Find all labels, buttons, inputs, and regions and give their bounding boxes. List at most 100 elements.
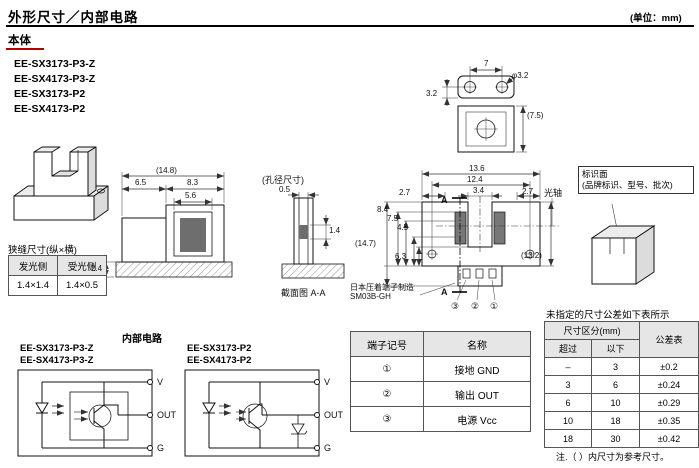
section-view-drawing [281, 192, 345, 279]
tolerance-under: 10 [591, 393, 640, 412]
tolerance-over: – [544, 357, 592, 376]
dim-front-left-27: 2.7 [399, 188, 411, 197]
tolerance-over: 18 [544, 429, 592, 448]
slit-size-table: 发光侧 受光侧 1.4×1.4 1.4×0.5 [8, 255, 107, 296]
footnote: 注.（ ）内尺寸为参考尺寸。 [556, 452, 670, 462]
dim-topview-offset: 3.2 [426, 89, 438, 98]
model-number: EE-SX3173-P3-Z [20, 343, 94, 354]
table-row: 3 6 ±0.24 [544, 375, 699, 394]
model-number: EE-SX4173-P2 [14, 103, 86, 115]
dim-front-right-27: 2.7 [522, 187, 534, 196]
dim-front-h63: 6.3 [395, 252, 407, 261]
unit-note: (单位：mm) [630, 13, 682, 24]
tolerance-under: 30 [591, 429, 640, 448]
terminal-name: 接地 GND [423, 356, 531, 382]
terminal-no: ② [350, 381, 424, 407]
dim-topview-depth: (7.5) [527, 111, 544, 120]
table-row: ② 输出 OUT [350, 381, 531, 407]
optical-axis-label: 光轴 [544, 188, 563, 198]
side-view-drawing [102, 172, 233, 278]
model-number: EE-SX4173-P3-Z [20, 355, 94, 366]
title-divider [6, 25, 694, 27]
pin-label-g: G [324, 443, 332, 453]
circuit-left-models: EE-SX3173-P3-Z EE-SX4173-P3-Z [20, 343, 93, 367]
dim-topview-width: 7 [484, 59, 489, 68]
section-accent-line [6, 48, 44, 50]
tolerance-value: ±0.35 [639, 411, 699, 430]
marking-face-drawing [590, 203, 656, 285]
circuit-left-drawing [17, 369, 153, 457]
dim-front-body-height: (13.2) [521, 251, 542, 260]
dim-front-h45: 4.5 [397, 223, 409, 232]
pin-callout-3: ③ [451, 301, 460, 311]
page-title: 外形尺寸／内部电路 [8, 10, 139, 25]
table-row: – 3 ±0.2 [544, 357, 699, 376]
table-row: ① 接地 GND [350, 356, 531, 382]
pin-label-v: V [157, 377, 164, 387]
tolerance-intro: 未指定的尺寸公差如下表所示 [546, 310, 670, 321]
dim-aperture-height: 1.4 [329, 226, 341, 235]
front-view-drawing [384, 170, 560, 301]
tolerance-under: 6 [591, 375, 640, 394]
tolerance-value: ±0.42 [639, 429, 699, 448]
section-mark-a-bottom: A [441, 287, 448, 297]
terminal-no: ③ [350, 406, 424, 432]
aperture-title-label: (孔径尺寸) [262, 175, 304, 185]
pin-label-g: G [157, 443, 165, 453]
table-row: 1.4×1.4 1.4×0.5 [8, 275, 107, 296]
model-number: EE-SX3173-P3-Z [14, 58, 96, 70]
terminal-header-symbol: 端子记号 [350, 331, 424, 357]
marking-face-note: 标识面 (品牌标识、型号、批次) [578, 166, 694, 195]
dim-side-inner: 5.6 [185, 191, 197, 200]
table-row: ③ 电源 Vcc [350, 406, 531, 432]
section-title: 本体 [8, 35, 31, 47]
tolerance-under: 18 [591, 411, 640, 430]
slit-table-title: 狭缝尺寸(纵×横) [8, 245, 77, 256]
dim-front-overall-height: (14.7) [355, 239, 376, 248]
connector-model-label: SM03B-GH [350, 292, 391, 301]
dim-front-h84: 8.4 [377, 205, 389, 214]
section-view-caption: 截面图 A-A [281, 288, 326, 298]
pin-label-v: V [324, 377, 331, 387]
tolerance-col-header: 公差表 [639, 321, 699, 358]
model-number: EE-SX4173-P3-Z [14, 73, 96, 85]
model-number: EE-SX3173-P2 [187, 343, 252, 354]
slit-header-receiver: 受光侧 [57, 255, 107, 276]
tolerance-under: 3 [591, 357, 640, 376]
tolerance-over: 3 [544, 375, 592, 394]
slit-value-emitter: 1.4×1.4 [8, 275, 58, 296]
tolerance-value: ±0.29 [639, 393, 699, 412]
terminal-name: 输出 OUT [423, 381, 531, 407]
isometric-view-drawing [13, 146, 109, 221]
dim-side-left: 6.5 [135, 178, 147, 187]
table-row: 10 18 ±0.35 [544, 411, 699, 430]
marking-face-desc: (品牌标识、型号、批次) [582, 180, 673, 191]
table-row: 18 30 ±0.42 [544, 429, 699, 448]
tolerance-value: ±0.24 [639, 375, 699, 394]
slit-header-emitter: 发光侧 [8, 255, 58, 276]
dim-front-h75: 7.5 [387, 214, 399, 223]
dim-front-w2: 12.4 [467, 175, 483, 184]
dim-side-overall: (14.8) [156, 166, 177, 175]
terminal-no: ① [350, 356, 424, 382]
terminal-header-name: 名称 [423, 331, 531, 357]
connector-maker-label: 日本压着端子制造 [350, 283, 414, 292]
terminal-name: 电源 Vcc [423, 406, 531, 432]
pin-label-out: OUT [157, 410, 176, 420]
pin-label-out: OUT [324, 410, 343, 420]
tolerance-over: 6 [544, 393, 592, 412]
tolerance-over: 10 [544, 411, 592, 430]
dim-front-slot: 3.4 [473, 186, 485, 195]
section-mark-a-top: A [441, 195, 448, 205]
top-view-drawing [442, 66, 527, 153]
tolerance-value: ±0.2 [639, 357, 699, 376]
tolerance-group-header: 尺寸区分(mm) [544, 321, 640, 340]
marking-face-title: 标识面 [582, 169, 608, 179]
circuit-right-models: EE-SX3173-P2 EE-SX4173-P2 [187, 343, 251, 367]
dim-topview-hole-dia: φ3.2 [512, 71, 529, 80]
internal-circuit-title: 内部电路 [122, 334, 162, 345]
tolerance-under-header: 以下 [591, 339, 640, 358]
tolerance-over-header: 超过 [544, 339, 592, 358]
